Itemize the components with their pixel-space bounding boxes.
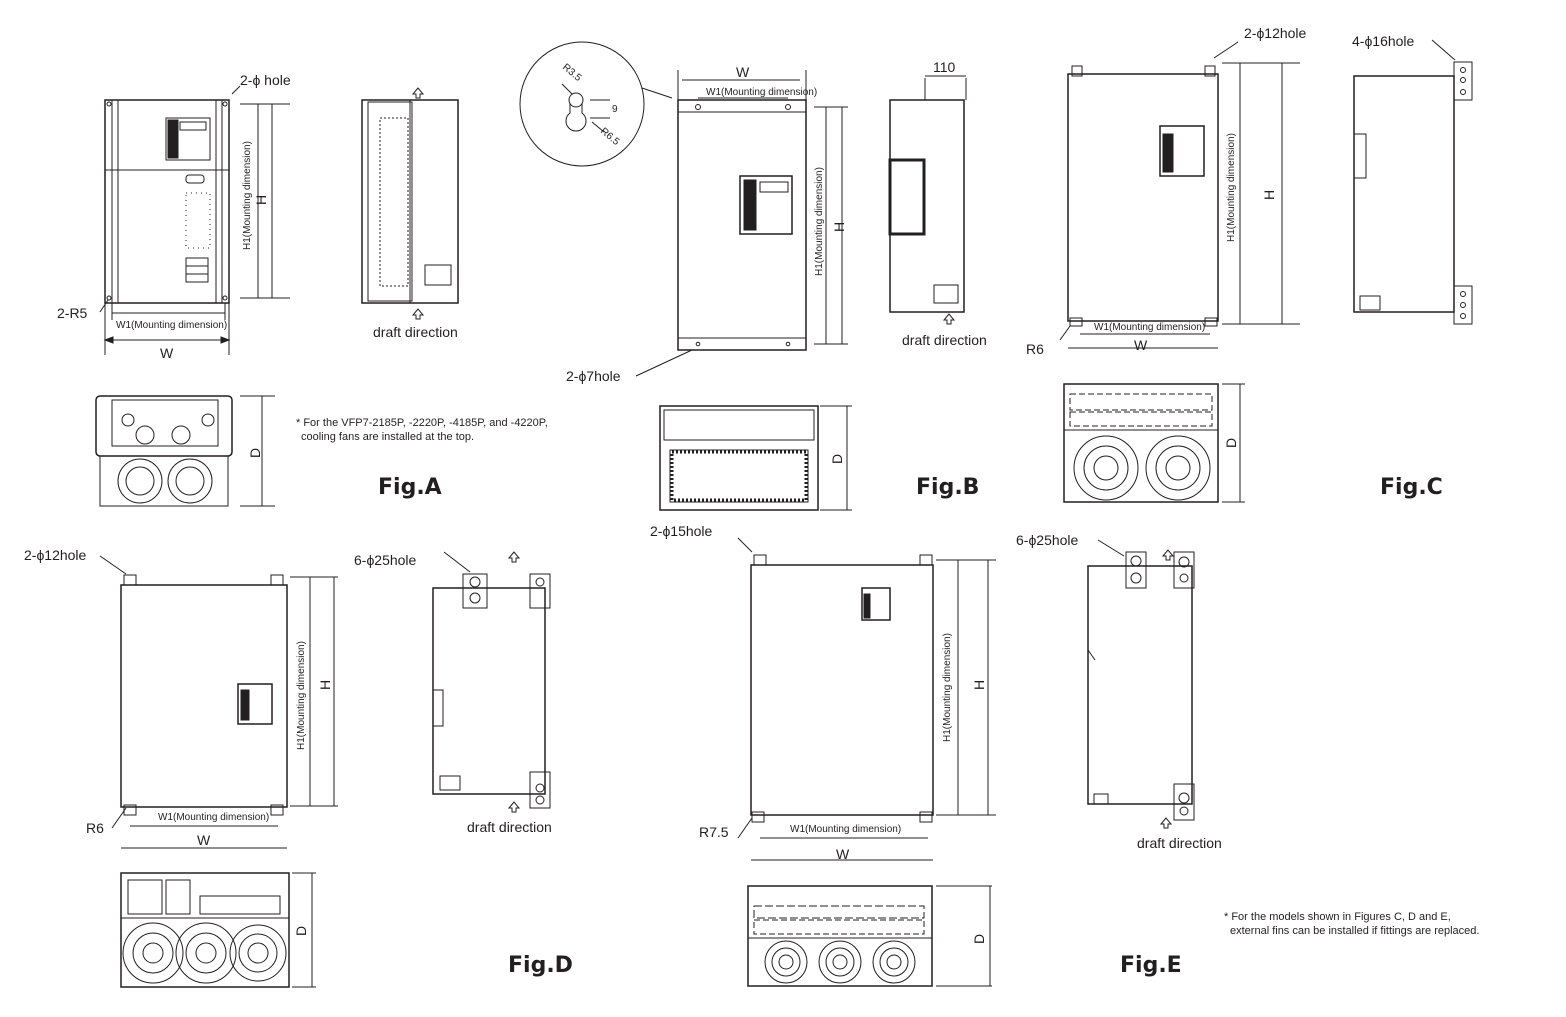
fig-a-note-line-2: cooling fans are installed at the top. xyxy=(301,431,474,443)
fig-e-front-view xyxy=(737,537,996,861)
fig-c-front-view xyxy=(1059,41,1300,349)
fig-d-w1-label: W1(Mounting dimension) xyxy=(158,812,269,823)
fig-d-h1-label: H1(Mounting dimension) xyxy=(296,641,307,750)
fig-b-hole-label: 2-ϕ7hole xyxy=(566,368,621,384)
fig-a-h1-label: H1(Mounting dimension) xyxy=(242,141,253,250)
fig-a-w1-label: W1(Mounting dimension) xyxy=(116,320,227,331)
fig-b-bottom-view xyxy=(659,405,852,511)
fig-e-w-label: W xyxy=(836,846,850,862)
fig-a-draft-label: draft direction xyxy=(373,324,458,340)
fig-e-hole-label: 2-ϕ15hole xyxy=(650,523,713,539)
fig-c-side-view xyxy=(1353,39,1473,325)
fig-c-d-label: D xyxy=(1223,438,1239,448)
fig-b-h1-label: H1(Mounting dimension) xyxy=(814,167,825,276)
fig-a-h-label: H xyxy=(253,195,269,205)
fig-d-bottom-view xyxy=(120,872,316,988)
footnote-line-1: * For the models shown in Figures C, D a… xyxy=(1224,911,1451,923)
fig-d-h-label: H xyxy=(317,680,333,690)
fig-c-h1-label: H1(Mounting dimension) xyxy=(1226,133,1237,242)
fig-c-radius-label: R6 xyxy=(1026,341,1044,357)
labels: 2-ϕ hole 2-R5 W1(Mounting dimension) W H… xyxy=(24,25,1479,978)
fig-b-side-view xyxy=(888,75,967,313)
draft-arrows xyxy=(411,87,1175,829)
fig-e-draft-label: draft direction xyxy=(1137,835,1222,851)
fig-d-draft-label: draft direction xyxy=(467,819,552,835)
fig-a-note-line-1: * For the VFP7-2185P, -2220P, -4185P, an… xyxy=(296,417,548,429)
fig-d-radius-label: R6 xyxy=(86,820,104,836)
fig-e-h-label: H xyxy=(971,680,987,690)
fig-e-w1-label: W1(Mounting dimension) xyxy=(790,824,901,835)
fig-e-d-label: D xyxy=(971,934,987,944)
fig-b-w-label: W xyxy=(736,64,750,80)
fig-e-side-hole-label: 6-ϕ25hole xyxy=(1016,532,1079,548)
fig-b-title: Fig.B xyxy=(916,475,979,500)
fig-c-h-label: H xyxy=(1261,190,1277,200)
fig-d xyxy=(99,551,551,988)
fig-b xyxy=(519,41,967,511)
fig-c-bottom-view xyxy=(1063,383,1245,503)
fig-c-hole-label: 2-ϕ12hole xyxy=(1244,25,1307,41)
fig-a-side-view xyxy=(361,92,459,304)
fig-b-r65-label: R6.5 xyxy=(598,126,622,148)
arrow-up-icon xyxy=(411,87,425,99)
fig-b-w1-label: W1(Mounting dimension) xyxy=(706,87,817,98)
fig-c xyxy=(1059,39,1473,503)
fig-e-title: Fig.E xyxy=(1120,953,1182,978)
fig-d-front-view xyxy=(99,555,338,849)
fig-d-w-label: W xyxy=(197,832,211,848)
arrow-up-icon xyxy=(1161,549,1175,561)
fig-e xyxy=(737,537,1195,987)
fig-b-h-label: H xyxy=(831,222,847,232)
fig-b-nine-label: 9 xyxy=(612,104,618,115)
fig-e-h1-label: H1(Mounting dimension) xyxy=(942,633,953,742)
fig-a-bottom-view xyxy=(95,395,275,507)
fig-c-title: Fig.C xyxy=(1380,475,1443,500)
fig-d-title: Fig.D xyxy=(508,953,573,978)
fig-c-w1-label: W1(Mounting dimension) xyxy=(1094,322,1205,333)
fig-a-w-label: W xyxy=(160,345,174,361)
fig-a-title: Fig.A xyxy=(378,475,442,500)
fig-d-d-label: D xyxy=(293,926,309,936)
fig-a-radius-label: 2-R5 xyxy=(57,305,88,321)
fig-b-d-label: D xyxy=(829,454,845,464)
fig-e-side-view xyxy=(1087,539,1195,821)
fig-a-hole-label: 2-ϕ hole xyxy=(240,72,291,88)
fig-c-w-label: W xyxy=(1134,337,1148,353)
fig-d-hole-label: 2-ϕ12hole xyxy=(24,547,87,563)
fig-a-d-label: D xyxy=(247,448,263,458)
arrow-up-icon xyxy=(507,551,521,563)
fig-c-side-hole-label: 4-ϕ16hole xyxy=(1352,33,1415,49)
fig-b-draft-label: draft direction xyxy=(902,332,987,348)
footnote-line-2: external fins can be installed if fittin… xyxy=(1230,925,1479,937)
arrow-up-icon xyxy=(411,308,425,320)
fig-b-r35-label: R3.5 xyxy=(560,62,584,84)
arrow-up-icon xyxy=(942,313,956,325)
arrow-up-icon xyxy=(1159,817,1173,829)
fig-e-radius-label: R7.5 xyxy=(699,824,729,840)
fig-d-side-view xyxy=(432,551,551,809)
arrow-up-icon xyxy=(507,801,521,813)
fig-a-front-view xyxy=(104,99,230,304)
fig-a-dimensions xyxy=(99,85,290,355)
fig-e-bottom-view xyxy=(747,885,992,987)
fig-b-depth-label: 110 xyxy=(933,59,956,75)
fig-a xyxy=(95,85,459,507)
fig-b-keyhole-detail xyxy=(519,41,673,167)
fig-d-side-hole-label: 6-ϕ25hole xyxy=(354,552,417,568)
fig-b-front-view xyxy=(635,70,848,377)
